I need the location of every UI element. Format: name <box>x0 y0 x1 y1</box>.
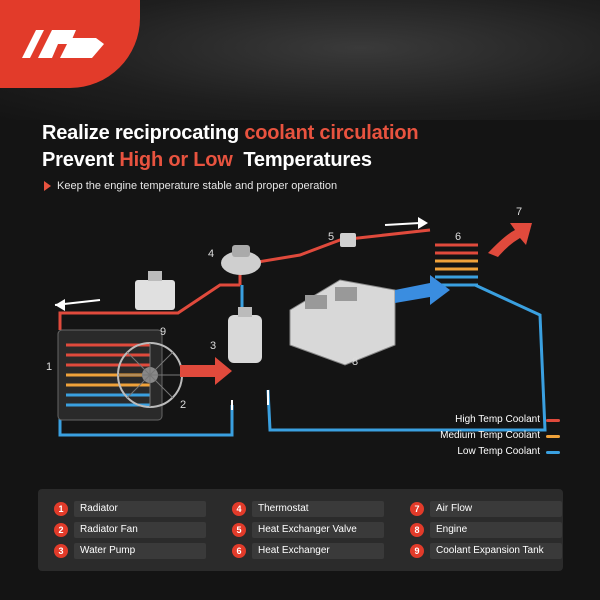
diagram-label-4: 4 <box>208 248 214 260</box>
hose-high-left <box>58 283 240 330</box>
fan-airflow-arrow-icon <box>180 357 232 385</box>
hose-high-top <box>238 228 431 285</box>
diagram-label-6: 6 <box>455 231 461 243</box>
subline: Keep the engine temperature stable and p… <box>44 180 337 192</box>
bullet-arrow-icon <box>44 181 51 191</box>
airflow-blue-arrow-icon <box>395 275 450 305</box>
hose-low-return <box>266 283 547 432</box>
headline-line-1: Realize reciprocating coolant circulatio… <box>42 122 419 144</box>
headline: Realize reciprocating coolant circulatio… <box>42 120 419 174</box>
coolant-legend: High Temp Coolant Medium Temp Coolant Lo… <box>440 412 560 460</box>
flow-arrow-top-icon <box>384 222 421 226</box>
brand-logo <box>0 0 140 88</box>
legend-swatch-high <box>546 418 560 422</box>
headline-line-2: Prevent High or Low Temperatures <box>42 149 372 171</box>
hose-low-bottom <box>58 405 234 437</box>
coolant-expansion-tank-icon <box>135 271 175 310</box>
legend-swatch-medium <box>546 434 560 438</box>
diagram-label-3: 3 <box>210 340 216 352</box>
legend-item-medium: Medium Temp Coolant <box>440 428 560 444</box>
radiator-fan-icon <box>117 342 183 408</box>
heat-exchanger <box>435 243 478 287</box>
heat-exchanger-valve-icon <box>340 233 356 247</box>
legend-swatch-low <box>546 450 560 454</box>
legend-item-low: Low Temp Coolant <box>440 444 560 460</box>
diagram-label-7: 7 <box>516 206 522 218</box>
diagram-label-1: 1 <box>46 361 52 373</box>
diagram-label-2: 2 <box>180 399 186 411</box>
diagram-label-8: 8 <box>352 356 358 368</box>
thermostat-icon <box>221 245 261 275</box>
diagram-label-9: 9 <box>160 326 166 338</box>
diagram-label-5: 5 <box>328 231 334 243</box>
legend-item-high: High Temp Coolant <box>440 412 560 428</box>
engine-block-icon <box>289 279 396 366</box>
air-flow-arrow-icon <box>488 223 532 257</box>
brand-logo-mark-icon <box>22 30 104 58</box>
coolant-circulation-diagram: 1 2 3 4 5 6 7 8 9 <box>46 206 547 437</box>
water-pump-icon <box>228 307 262 363</box>
